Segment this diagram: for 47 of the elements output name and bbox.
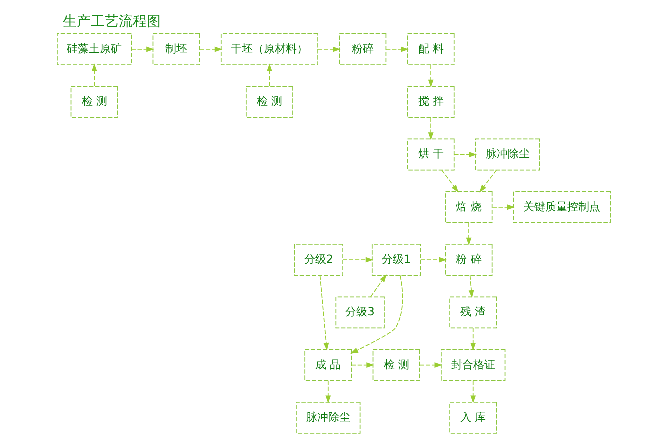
- node-box: 残 渣: [450, 296, 498, 329]
- arrow: [466, 222, 472, 246]
- node-box: 脉冲除尘: [296, 402, 361, 434]
- node-box: 搅 拌: [407, 86, 455, 118]
- arrow: [200, 46, 223, 52]
- arrow: [386, 46, 409, 52]
- node-box: 烘 干: [407, 138, 455, 171]
- node-box: 分级3: [336, 296, 385, 329]
- node-box: 粉 碎: [445, 244, 493, 276]
- node-box: 脉冲除尘: [476, 138, 540, 171]
- arrow: [92, 64, 98, 87]
- arrow: [131, 46, 154, 52]
- diagram-title: 生产工艺流程图: [63, 14, 162, 30]
- node-box: 焙 烧: [445, 191, 493, 224]
- arrow: [468, 275, 474, 298]
- arrow: [342, 257, 374, 263]
- node-box: 硅藻土原矿: [57, 34, 132, 66]
- node-box: 检 测: [372, 349, 420, 382]
- node-box: 检 测: [246, 86, 294, 118]
- node-box: 关键质量控制点: [513, 191, 611, 224]
- arrow: [350, 275, 404, 354]
- arrow: [370, 274, 387, 298]
- node-box: 分级2: [294, 244, 344, 276]
- arrow: [420, 257, 448, 263]
- node-box: 制坯: [152, 34, 200, 66]
- node-box: 配 料: [407, 34, 455, 66]
- arrow: [492, 204, 516, 210]
- node-box: 检 测: [70, 86, 118, 118]
- arrow: [326, 380, 332, 404]
- node-box: 入 库: [450, 402, 498, 434]
- arrow: [442, 170, 459, 193]
- arrow: [454, 152, 478, 158]
- arrow: [351, 362, 374, 368]
- node-box: 成 品: [304, 349, 352, 382]
- node-box: 粉碎: [339, 34, 387, 66]
- arrow: [267, 64, 272, 87]
- arrow: [470, 380, 476, 404]
- arrow: [480, 170, 498, 193]
- arrow: [320, 275, 330, 351]
- node-box: 干坯（原材料）: [220, 34, 318, 66]
- node-box: 分级1: [372, 244, 422, 276]
- arrow: [318, 46, 341, 52]
- arrow: [470, 328, 476, 351]
- arrow: [428, 64, 434, 88]
- arrow: [420, 362, 443, 368]
- node-box: 封合格证: [441, 349, 506, 382]
- arrow: [428, 117, 434, 140]
